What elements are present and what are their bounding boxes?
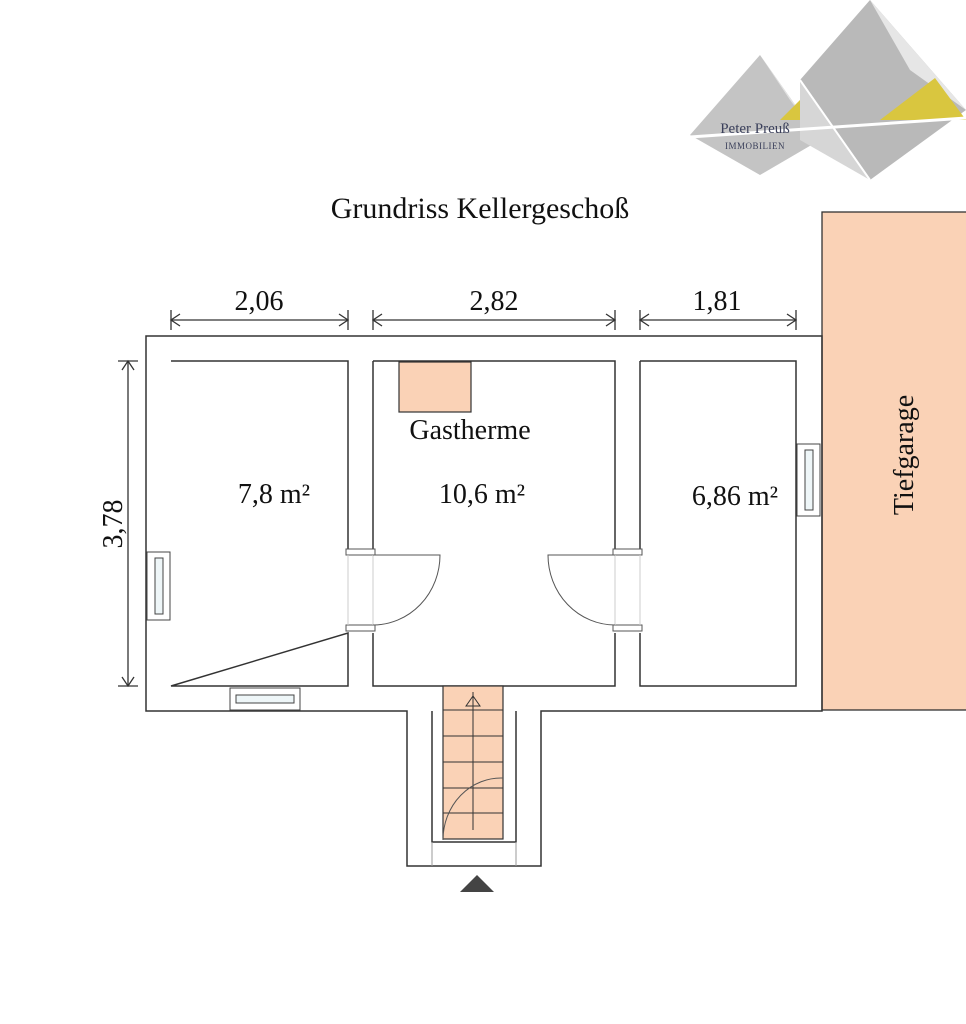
entrance-door xyxy=(431,842,517,866)
logo-name: Peter Preuß xyxy=(720,121,790,137)
dimension-width-left-label: 2,06 xyxy=(235,286,284,317)
door-left-middle xyxy=(345,548,441,632)
window-left-wall xyxy=(146,551,171,621)
entrance-arrow xyxy=(460,875,494,892)
outer-wall xyxy=(145,335,823,867)
dimension-height xyxy=(118,359,138,688)
gastherme-label: Gastherme xyxy=(409,415,530,446)
dimension-width-left xyxy=(169,310,350,330)
tiefgarage-label: Tiefgarage xyxy=(889,395,920,515)
dimension-width-right xyxy=(638,310,798,330)
logo-subtitle: IMMOBILIEN xyxy=(725,141,785,151)
stair-corridor xyxy=(431,711,517,843)
room-right-area: 6,86 m² xyxy=(692,481,778,512)
dimension-height-label: 3,78 xyxy=(98,500,129,549)
gastherme-unit xyxy=(398,361,472,413)
dimension-width-middle-label: 2,82 xyxy=(470,286,519,317)
room-left xyxy=(170,360,349,687)
company-logo: Peter Preuß IMMOBILIEN xyxy=(689,0,966,181)
dimension-width-right-label: 1,81 xyxy=(693,286,742,317)
dimension-width-middle xyxy=(371,310,617,330)
room-right xyxy=(639,360,797,687)
staircase xyxy=(442,685,504,841)
room-left-area: 7,8 m² xyxy=(238,479,310,510)
window-bottom-wall xyxy=(229,687,301,711)
plan-title: Grundriss Kellergeschoß xyxy=(331,192,630,225)
door-middle-right xyxy=(547,548,643,632)
window-right-wall xyxy=(796,443,821,517)
room-middle-area: 10,6 m² xyxy=(439,479,525,510)
